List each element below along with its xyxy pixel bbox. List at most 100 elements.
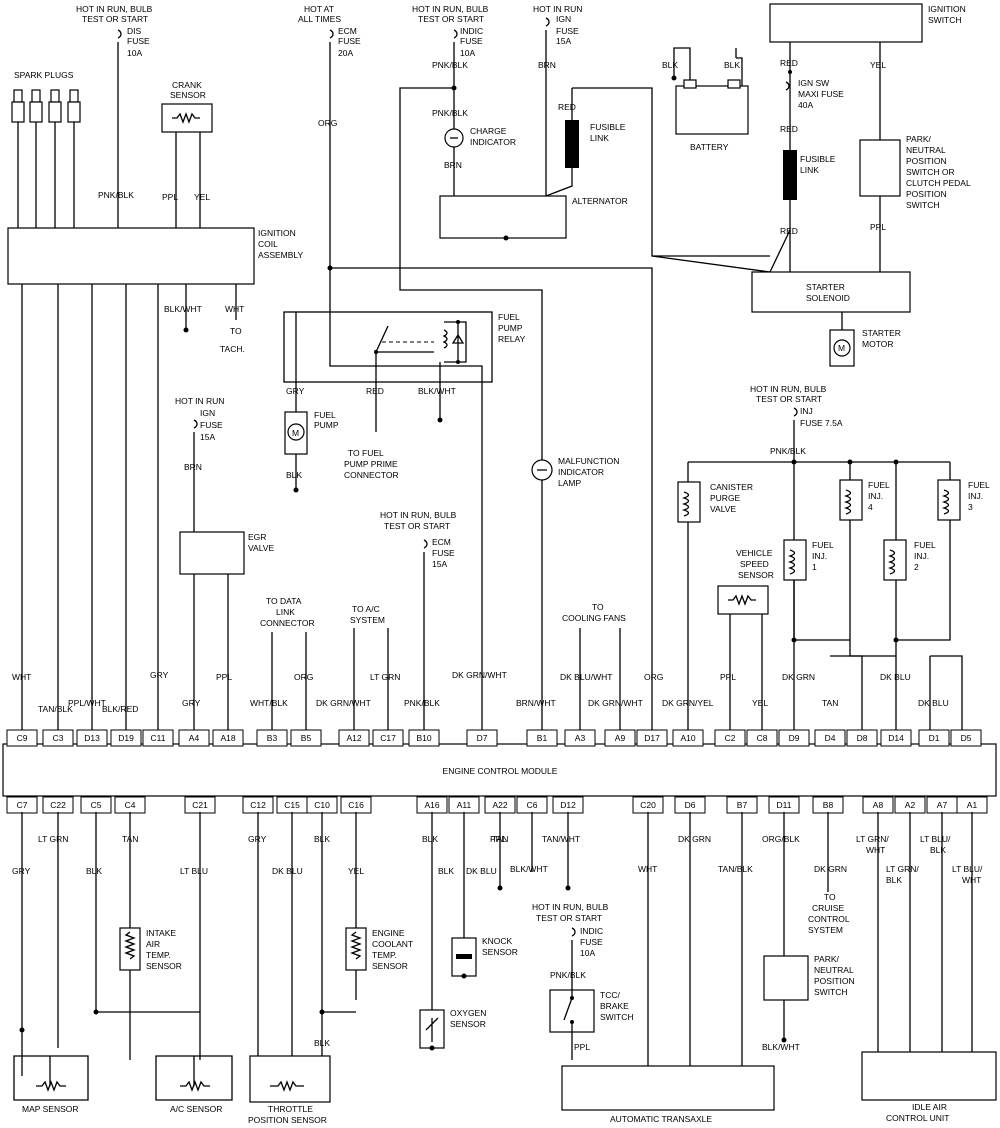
wire-color-label: WHT	[962, 875, 981, 885]
svg-text:CONTROL UNIT: CONTROL UNIT	[886, 1113, 949, 1123]
svg-text:SENSOR: SENSOR	[170, 90, 206, 100]
wire-color-label: YEL	[348, 866, 364, 876]
ecm-label: ENGINE CONTROL MODULE	[443, 766, 558, 776]
svg-text:FUEL: FUEL	[498, 312, 520, 322]
svg-text:HOT IN RUN, BULB: HOT IN RUN, BULB	[76, 4, 153, 14]
ecm-pin-label: D14	[888, 733, 904, 743]
fuel-pump: GRY RED BLK/WHT M FUEL PUMP BLK TO FUEL …	[284, 312, 456, 493]
ecm-pin-label: B10	[416, 733, 431, 743]
svg-text:SENSOR: SENSOR	[372, 961, 408, 971]
svg-text:LINK: LINK	[590, 133, 609, 143]
park-neutral-bottom: PARK/ NEUTRAL POSITION SWITCH TO CRUISE …	[763, 812, 855, 1043]
svg-text:ENGINE: ENGINE	[372, 928, 405, 938]
wire-color-label: PPL	[720, 672, 736, 682]
svg-text:THROTTLE: THROTTLE	[268, 1104, 313, 1114]
wire-color-label: PPL	[574, 1042, 590, 1052]
svg-text:CANISTER: CANISTER	[710, 482, 753, 492]
ecm-pin-label: A10	[680, 733, 695, 743]
svg-text:SENSOR: SENSOR	[146, 961, 182, 971]
svg-text:TEST OR START: TEST OR START	[418, 14, 484, 24]
svg-text:SYSTEM: SYSTEM	[808, 925, 843, 935]
wire-color-label: BLK	[438, 866, 454, 876]
wire-color-label: ORG/BLK	[762, 834, 800, 844]
svg-text:SOLENOID: SOLENOID	[806, 293, 850, 303]
svg-text:NEUTRAL: NEUTRAL	[906, 145, 946, 155]
ecm-pin-label: D5	[961, 733, 972, 743]
svg-text:IGNITION: IGNITION	[258, 228, 296, 238]
ecm-pin-label: A11	[457, 800, 472, 810]
svg-text:FUEL: FUEL	[314, 410, 336, 420]
wire-color-label: BLK	[886, 875, 902, 885]
svg-text:TO: TO	[592, 602, 604, 612]
svg-text:ECM: ECM	[338, 26, 357, 36]
ecm-pin-label: C21	[192, 800, 208, 810]
to-ac-system: TO A/C SYSTEM	[350, 604, 389, 730]
to-data-link: TO DATA LINK CONNECTOR	[260, 596, 315, 730]
svg-text:TO: TO	[824, 892, 836, 902]
svg-text:INDICATOR: INDICATOR	[558, 467, 604, 477]
svg-text:CRUISE: CRUISE	[812, 903, 844, 913]
knock-oxygen: KNOCK SENSOR OXYGEN SENSOR	[419, 812, 571, 1051]
svg-text:CONTROL: CONTROL	[808, 914, 850, 924]
svg-text:INDIC: INDIC	[460, 26, 483, 36]
ecm-pin-label: A22	[492, 800, 507, 810]
wire-color-label: BLK	[314, 1038, 330, 1048]
wire-color-label: LT BLU/	[920, 834, 951, 844]
svg-text:INJ: INJ	[800, 406, 813, 416]
svg-text:15A: 15A	[200, 432, 215, 442]
svg-text:IDLE AIR: IDLE AIR	[912, 1102, 947, 1112]
svg-text:TEMP.: TEMP.	[146, 950, 171, 960]
svg-text:HOT IN RUN, BULB: HOT IN RUN, BULB	[750, 384, 827, 394]
ecm-pin-label: C3	[53, 733, 64, 743]
svg-text:M: M	[292, 428, 299, 438]
ecm-pin-label: D12	[560, 800, 576, 810]
wire-color-label: PNK/BLK	[404, 698, 440, 708]
svg-text:SYSTEM: SYSTEM	[350, 615, 385, 625]
svg-text:MOTOR: MOTOR	[862, 339, 893, 349]
svg-text:TEST OR START: TEST OR START	[536, 913, 602, 923]
svg-text:SWITCH: SWITCH	[928, 15, 962, 25]
svg-text:FUEL: FUEL	[968, 480, 990, 490]
svg-text:RED: RED	[366, 386, 384, 396]
svg-text:PNK/BLK: PNK/BLK	[98, 190, 134, 200]
svg-text:TEST OR START: TEST OR START	[756, 394, 822, 404]
egr-valve: HOT IN RUN IGN FUSE 15A BRN EGR VALVE	[175, 396, 274, 730]
svg-text:FUSE 7.5A: FUSE 7.5A	[800, 418, 843, 428]
svg-text:BATTERY: BATTERY	[690, 142, 729, 152]
wire-color-label: TAN	[492, 834, 508, 844]
ecm-pin	[814, 729, 846, 747]
svg-text:SWITCH: SWITCH	[906, 200, 940, 210]
svg-text:BRAKE: BRAKE	[600, 1001, 629, 1011]
svg-text:SPARK PLUGS: SPARK PLUGS	[14, 70, 74, 80]
map-sensor-label: MAP SENSOR	[22, 1104, 79, 1114]
svg-text:MALFUNCTION: MALFUNCTION	[558, 456, 619, 466]
svg-text:PPL: PPL	[870, 222, 886, 232]
vehicle-speed-sensor: VEHICLE SPEED SENSOR	[717, 548, 774, 730]
wire-color-label: LT GRN/	[856, 834, 889, 844]
ecm-pin-label: C8	[757, 733, 768, 743]
fuel-injector-1: FUEL INJ. 1	[783, 539, 850, 730]
svg-text:RED: RED	[558, 102, 576, 112]
svg-text:20A: 20A	[338, 48, 353, 58]
ecm-pin-label: C2	[725, 733, 736, 743]
wire-color-label: BLK	[422, 834, 438, 844]
svg-text:ASSEMBLY: ASSEMBLY	[258, 250, 304, 260]
wire-color-label: DK BLU	[272, 866, 303, 876]
svg-text:TO DATA: TO DATA	[266, 596, 302, 606]
svg-text:15A: 15A	[432, 559, 447, 569]
svg-text:DIS: DIS	[127, 26, 142, 36]
svg-text:FUSE: FUSE	[460, 36, 483, 46]
svg-text:4: 4	[868, 502, 873, 512]
svg-text:STARTER: STARTER	[806, 282, 845, 292]
svg-text:COOLING FANS: COOLING FANS	[562, 613, 626, 623]
svg-text:PURGE: PURGE	[710, 493, 741, 503]
svg-text:HOT IN RUN, BULB: HOT IN RUN, BULB	[532, 902, 609, 912]
wire-color-label: TAN	[122, 834, 138, 844]
fuel-injector-3: FUEL INJ. 3	[896, 479, 990, 641]
wire-color-label: BLK/WHT	[762, 1042, 800, 1052]
svg-text:FUSE: FUSE	[432, 548, 455, 558]
svg-text:TACH.: TACH.	[220, 344, 245, 354]
ecm-pin-label: C16	[348, 800, 364, 810]
svg-text:CONNECTOR: CONNECTOR	[344, 470, 399, 480]
svg-text:AUTOMATIC TRANSAXLE: AUTOMATIC TRANSAXLE	[610, 1114, 712, 1124]
